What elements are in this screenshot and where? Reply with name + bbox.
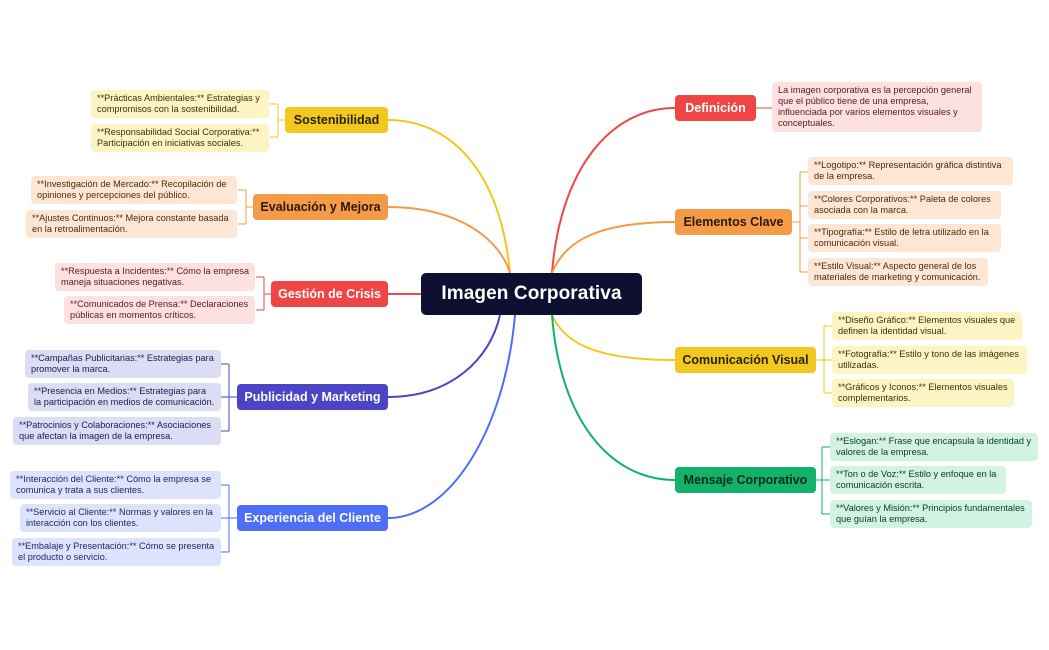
leaf-mensaje-2[interactable]: **Ton o de Voz:** Estilo y enfoque en la… <box>830 466 1006 494</box>
branch-comunicacion-visual[interactable]: Comunicación Visual <box>675 347 816 373</box>
branch-publicidad-marketing[interactable]: Publicidad y Marketing <box>237 384 388 410</box>
leaf-elementos-3[interactable]: **Tipografía:** Estilo de letra utilizad… <box>808 224 1001 252</box>
leaf-crisis-1[interactable]: **Respuesta a Incidentes:** Cómo la empr… <box>55 263 255 291</box>
branch-sostenibilidad[interactable]: Sostenibilidad <box>285 107 388 133</box>
leaf-comunicacion-2[interactable]: **Fotografía:** Estilo y tono de las imá… <box>832 346 1027 374</box>
link-definicion <box>551 107 676 274</box>
link-publicidad <box>387 314 501 398</box>
branch-gestion-crisis[interactable]: Gestión de Crisis <box>271 281 388 307</box>
leaf-mensaje-1[interactable]: **Eslogan:** Frase que encapsula la iden… <box>830 433 1038 461</box>
leaf-evaluacion-2[interactable]: **Ajustes Continuos:** Mejora constante … <box>26 210 237 238</box>
branch-mensaje-corporativo[interactable]: Mensaje Corporativo <box>675 467 816 493</box>
leaf-publicidad-1[interactable]: **Campañas Publicitarias:** Estrategias … <box>25 350 221 378</box>
leaf-elementos-1[interactable]: **Logotipo:** Representación gráfica dis… <box>808 157 1013 185</box>
link-experiencia <box>387 314 516 519</box>
branch-experiencia-cliente[interactable]: Experiencia del Cliente <box>237 505 388 531</box>
leaf-experiencia-2[interactable]: **Servicio al Cliente:** Normas y valore… <box>20 504 221 532</box>
link-comunicacion <box>551 314 676 361</box>
leaf-comunicacion-3[interactable]: **Gráficos y Iconos:** Elementos visuale… <box>832 379 1014 407</box>
leaf-definicion-1[interactable]: La imagen corporativa es la percepción g… <box>772 82 982 132</box>
link-evaluacion <box>387 206 511 274</box>
leaf-mensaje-3[interactable]: **Valores y Misión:** Principios fundame… <box>830 500 1032 528</box>
link-sostenibilidad <box>387 119 511 274</box>
leaf-crisis-2[interactable]: **Comunicados de Prensa:** Declaraciones… <box>64 296 255 324</box>
leaf-experiencia-1[interactable]: **Interacción del Cliente:** Cómo la emp… <box>10 471 221 499</box>
leaf-elementos-2[interactable]: **Colores Corporativos:** Paleta de colo… <box>808 191 1001 219</box>
leaf-elementos-4[interactable]: **Estilo Visual:** Aspecto general de lo… <box>808 258 988 286</box>
leaf-publicidad-3[interactable]: **Patrocinios y Colaboraciones:** Asocia… <box>13 417 221 445</box>
branch-elementos-clave[interactable]: Elementos Clave <box>675 209 792 235</box>
branch-evaluacion-mejora[interactable]: Evaluación y Mejora <box>253 194 388 220</box>
central-topic[interactable]: Imagen Corporativa <box>421 273 642 315</box>
branch-definicion[interactable]: Definición <box>675 95 756 121</box>
leaf-comunicacion-1[interactable]: **Diseño Gráfico:** Elementos visuales q… <box>832 312 1022 340</box>
leaf-publicidad-2[interactable]: **Presencia en Medios:** Estrategias par… <box>28 383 221 411</box>
leaf-evaluacion-1[interactable]: **Investigación de Mercado:** Recopilaci… <box>31 176 237 204</box>
leaf-sostenibilidad-2[interactable]: **Responsabilidad Social Corporativa:** … <box>91 124 269 152</box>
link-mensaje <box>551 314 676 481</box>
link-elementos <box>551 221 676 274</box>
leaf-experiencia-3[interactable]: **Embalaje y Presentación:** Cómo se pre… <box>12 538 221 566</box>
leaf-sostenibilidad-1[interactable]: **Prácticas Ambientales:** Estrategias y… <box>91 90 269 118</box>
